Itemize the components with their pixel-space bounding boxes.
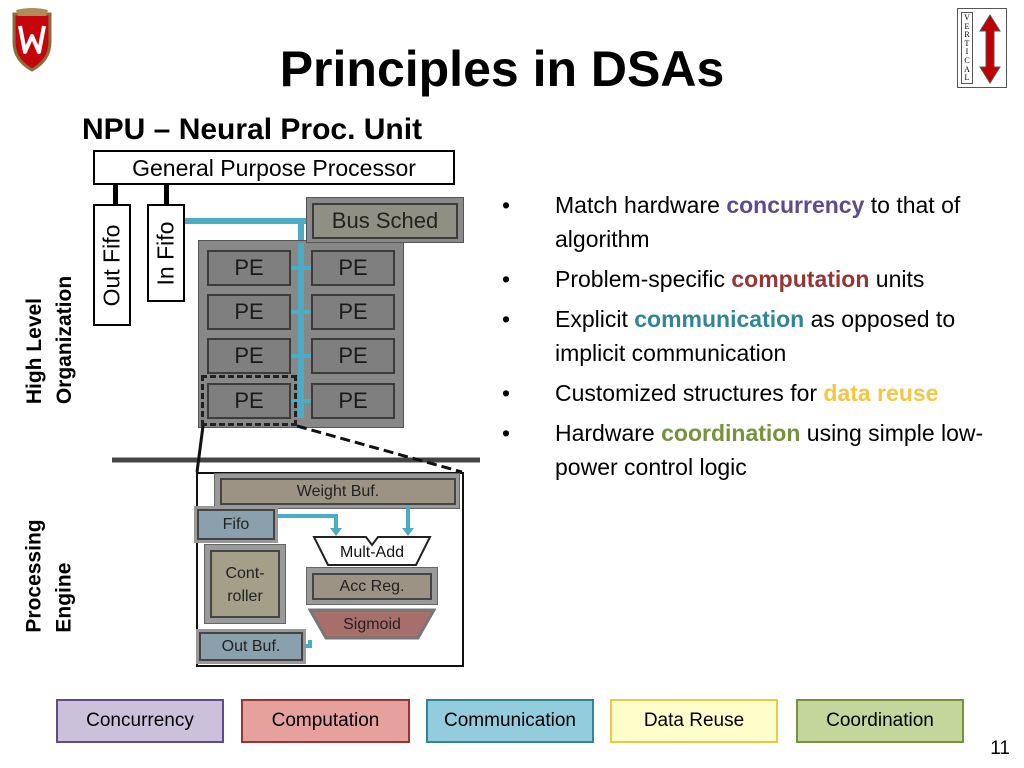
- bus-line-top: [185, 218, 313, 224]
- vertical-logo-letter: T: [964, 38, 970, 48]
- vertical-logo-letter: C: [964, 55, 970, 65]
- principle-item: Customized structures for data reuse: [500, 376, 1010, 410]
- output-buffer: Out Buf.: [199, 632, 303, 661]
- principle-keyword: communication: [634, 306, 805, 332]
- vertical-logo-letter: I: [965, 47, 969, 57]
- principle-text: using simple low-power control logic: [555, 420, 984, 480]
- principle-text: Customized structures for: [555, 380, 824, 406]
- principle-text: to that of algorithm: [555, 192, 961, 252]
- principle-item: Match hardware concurrency to that of al…: [500, 188, 1010, 256]
- legend-data-reuse: Data Reuse: [610, 699, 778, 743]
- general-purpose-processor: General Purpose Processor: [93, 150, 455, 185]
- weight-buffer: Weight Buf.: [220, 478, 456, 505]
- principle-keyword: computation: [731, 266, 870, 292]
- university-crest-logo: [10, 8, 54, 72]
- sigmoid-unit: [308, 608, 436, 640]
- principle-item: Problem-specific computation units: [500, 262, 1010, 296]
- legend-communication: Communication: [426, 699, 594, 743]
- vertical-logo-letter: R: [964, 30, 970, 40]
- pe-unit: PE: [207, 250, 291, 286]
- principle-text: Match hardware: [555, 192, 727, 218]
- principle-item: Hardware coordination using simple low-p…: [500, 416, 1010, 484]
- fifo-buffer: Fifo: [197, 509, 275, 540]
- legend-coordination: Coordination: [796, 699, 964, 743]
- principle-keyword: data reuse: [823, 380, 939, 406]
- vertical-logo-letter: A: [964, 64, 970, 74]
- mult-add-unit: [312, 536, 432, 566]
- pe-unit: PE: [207, 383, 291, 419]
- vertical-logo-letter: E: [964, 21, 970, 31]
- vertical-logo-letter: L: [964, 73, 970, 83]
- in-fifo: In Fifo: [147, 204, 185, 302]
- accumulator-register: Acc Reg.: [312, 573, 432, 600]
- sigmoid-label: Sigmoid: [343, 616, 401, 633]
- pe-unit: PE: [311, 294, 395, 330]
- principle-text: Explicit: [555, 306, 635, 332]
- principle-text: units: [869, 266, 925, 292]
- pe-unit: PE: [207, 294, 291, 330]
- vertical-logo-letter: V: [964, 13, 970, 22]
- mult-add-label: Mult-Add: [339, 544, 405, 561]
- slide-title: Principles in DSAs: [279, 41, 725, 97]
- principles-list: Match hardware concurrency to that of al…: [500, 188, 1010, 490]
- page-number: 11: [990, 738, 1010, 759]
- diagram-subtitle: NPU – Neural Proc. Unit: [82, 113, 423, 146]
- legend-concurrency: Concurrency: [56, 699, 224, 743]
- pe-unit: PE: [207, 338, 291, 374]
- principle-text: as opposed to implicit communication: [555, 306, 956, 366]
- legend-computation: Computation: [241, 699, 410, 743]
- principle-item: Explicit communication as opposed to imp…: [500, 302, 1010, 370]
- controller: Cont-roller: [210, 550, 280, 618]
- pe-unit: PE: [311, 250, 395, 286]
- out-fifo: Out Fifo: [93, 204, 131, 326]
- pe-unit: PE: [311, 338, 395, 374]
- principle-text: Problem-specific: [555, 266, 732, 292]
- principle-keyword: coordination: [661, 420, 801, 446]
- principle-text: Hardware: [555, 420, 662, 446]
- selected-pe-highlight: [201, 375, 297, 426]
- bus-scheduler: Bus Sched: [312, 203, 458, 239]
- pe-unit: PE: [311, 383, 395, 419]
- double-arrow-icon: [979, 14, 1001, 84]
- principle-keyword: concurrency: [726, 192, 865, 218]
